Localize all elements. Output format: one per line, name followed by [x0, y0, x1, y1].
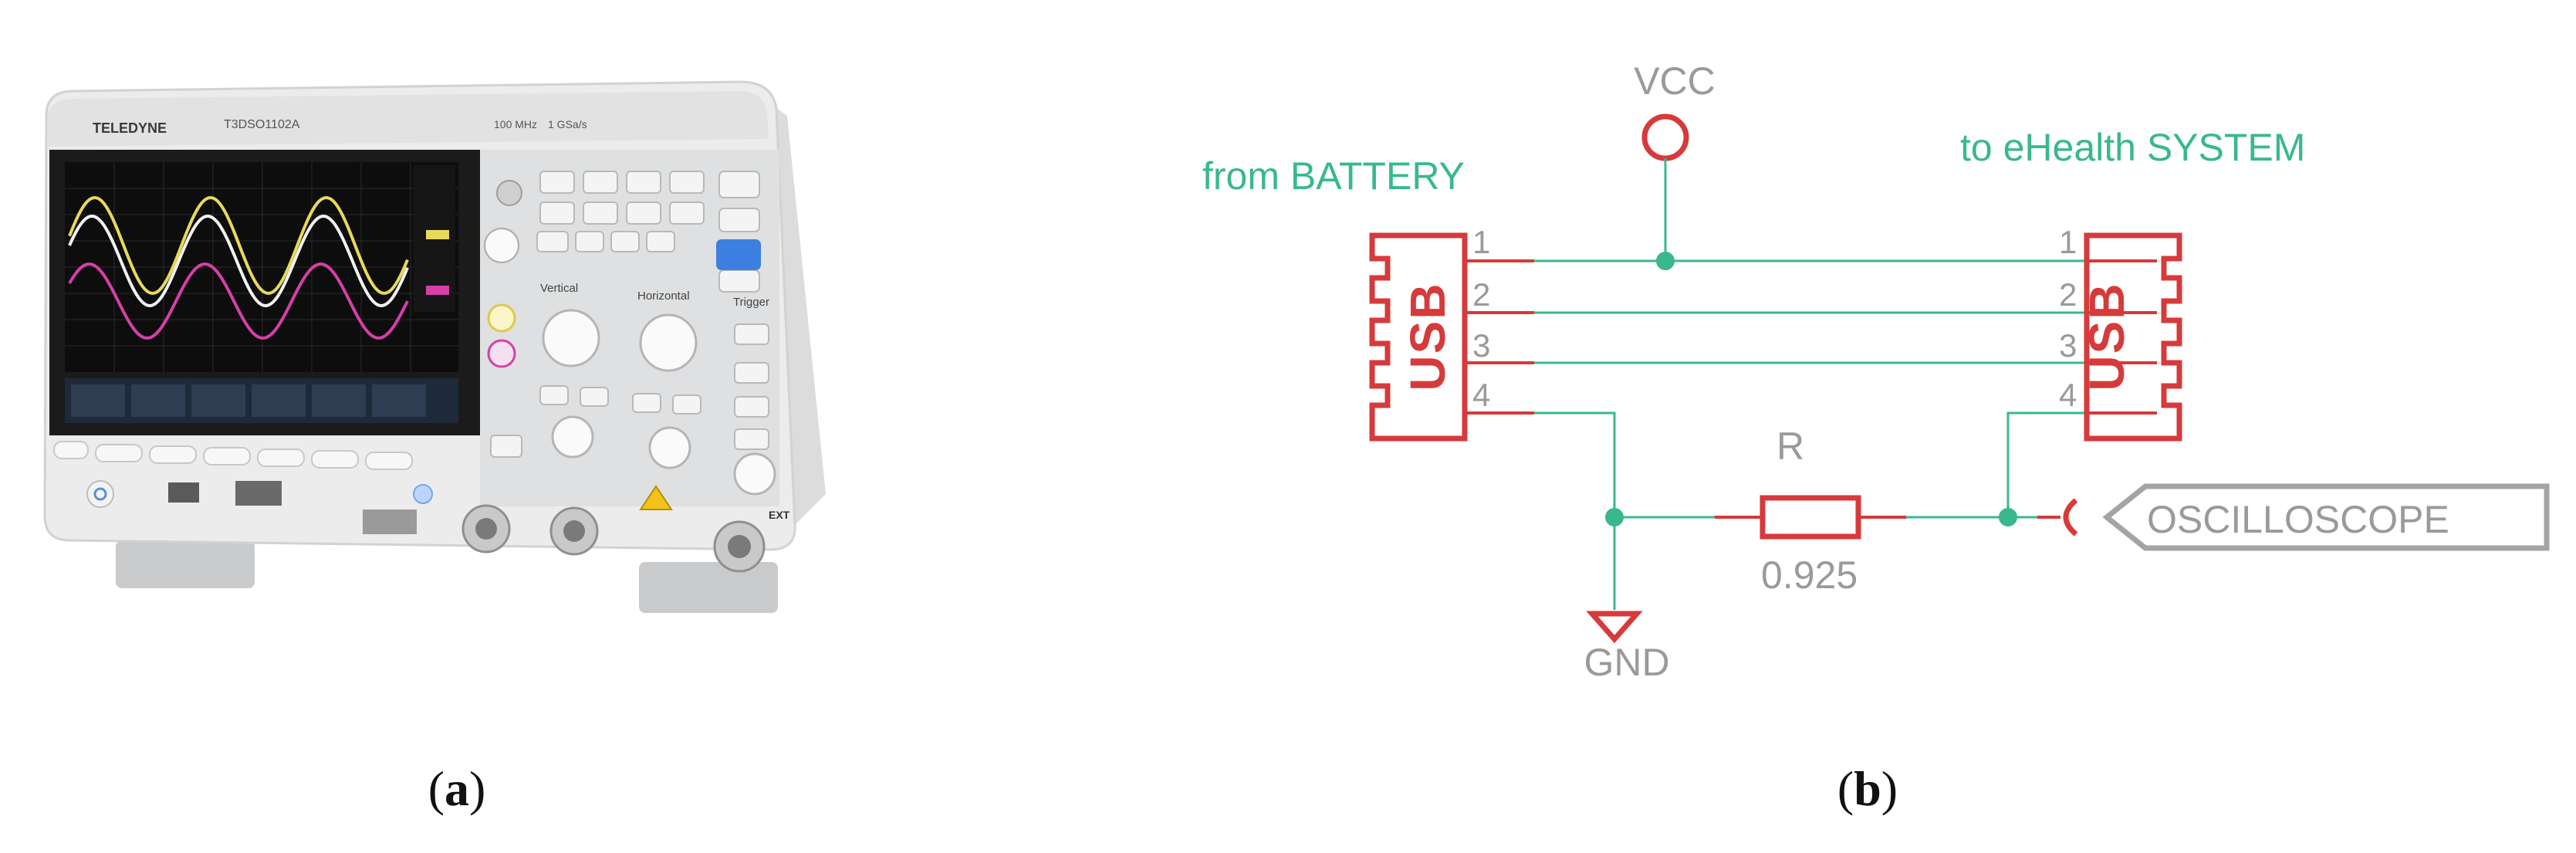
oscilloscope-label: OSCILLOSCOPE	[2147, 498, 2449, 541]
waveform-channel-1	[68, 195, 409, 296]
universal-knob-base	[496, 180, 522, 206]
left-pin-stubs	[1465, 259, 1534, 415]
control-buttons	[536, 171, 760, 293]
model-label: T3DSO1102A	[224, 118, 300, 131]
oscilloscope-photo: TELEDYNE T3DSO1102A 100 MHz 1 GSa/s	[43, 80, 826, 613]
right-pin-stubs	[2087, 259, 2157, 415]
waveform-channel-3	[68, 262, 409, 340]
vertical-section-label: Vertical	[540, 282, 578, 295]
vertical-position-knob	[551, 415, 594, 459]
sample-rate-label: 1 GSa/s	[548, 118, 587, 130]
usb-right-connector-icon	[2084, 232, 2182, 442]
left-pin-3: 3	[1472, 327, 1490, 364]
channel-2-button	[487, 339, 516, 368]
trigger-level-knob	[733, 452, 776, 496]
power-icon	[93, 487, 107, 501]
bandwidth-label: 100 MHz	[494, 118, 537, 130]
junction-ground	[1605, 508, 1624, 526]
universal-knob	[484, 228, 519, 263]
menu-led	[413, 484, 433, 504]
usb-port-icon	[168, 482, 199, 503]
caption-a: (a)	[428, 761, 486, 816]
right-pin-3: 3	[2059, 327, 2077, 364]
junction-sense	[1999, 508, 2017, 526]
auto-setup-button	[716, 239, 761, 270]
usb-left-connector-icon	[1369, 232, 1468, 442]
bnc-connectors	[461, 504, 766, 573]
power-button	[86, 480, 114, 508]
ext-label: EXT	[769, 509, 790, 521]
ground-symbol-icon	[1586, 611, 1643, 644]
ground-wire	[1534, 411, 1752, 519]
channel-1-button	[487, 303, 516, 333]
horizontal-position-knob	[648, 426, 691, 469]
right-pin-2: 2	[2059, 276, 2077, 313]
probe-comp-terminal	[363, 509, 417, 534]
schematic: VCC from BATTERY to eHealth SYSTEM	[1202, 59, 2550, 684]
waveform-channel-2	[68, 214, 409, 308]
panel-small-buttons	[490, 323, 769, 458]
vcc-symbol-icon	[1641, 113, 1689, 161]
warning-icon	[639, 485, 673, 510]
oscilloscope-foot-left	[116, 540, 255, 588]
vertical-scale-knob	[542, 309, 600, 367]
ch1-indicator	[426, 230, 449, 239]
vcc-label: VCC	[1634, 59, 1716, 103]
junction-vcc	[1656, 252, 1675, 270]
horizontal-scale-knob	[639, 313, 698, 372]
horizontal-section-label: Horizontal	[637, 289, 690, 303]
brand-label: TELEDYNE	[93, 120, 167, 136]
ch3-indicator	[426, 286, 449, 295]
oscilloscope-top-band	[48, 91, 769, 147]
right-pin-1: 1	[2059, 224, 2077, 260]
screen-grid	[65, 162, 458, 372]
resistor-name-label: R	[1776, 425, 1804, 468]
from-battery-label: from BATTERY	[1202, 154, 1465, 198]
usb-left-label: USB	[1400, 282, 1455, 391]
oscilloscope-foot-right	[639, 562, 778, 613]
sense-wire	[2006, 411, 2087, 517]
gnd-label: GND	[1584, 641, 1669, 684]
to-ehealth-label: to eHealth SYSTEM	[1960, 126, 2305, 169]
softkeys	[53, 441, 413, 470]
resistor-symbol-icon	[1760, 495, 1861, 540]
left-pin-4: 4	[1472, 377, 1490, 413]
left-pin-2: 2	[1472, 276, 1490, 313]
oscilloscope-port-flag	[2102, 483, 2550, 551]
usb-right-label: USB	[2079, 282, 2135, 391]
trigger-section-label: Trigger	[733, 296, 769, 309]
caption-b: (b)	[1837, 761, 1898, 816]
probe-hook-icon	[2063, 498, 2078, 537]
right-pin-4: 4	[2059, 377, 2077, 413]
screen-menu-cells	[71, 384, 426, 417]
left-pin-1: 1	[1472, 224, 1490, 260]
lan-port-icon	[235, 481, 282, 506]
resistor-value-label: 0.925	[1761, 553, 1858, 597]
